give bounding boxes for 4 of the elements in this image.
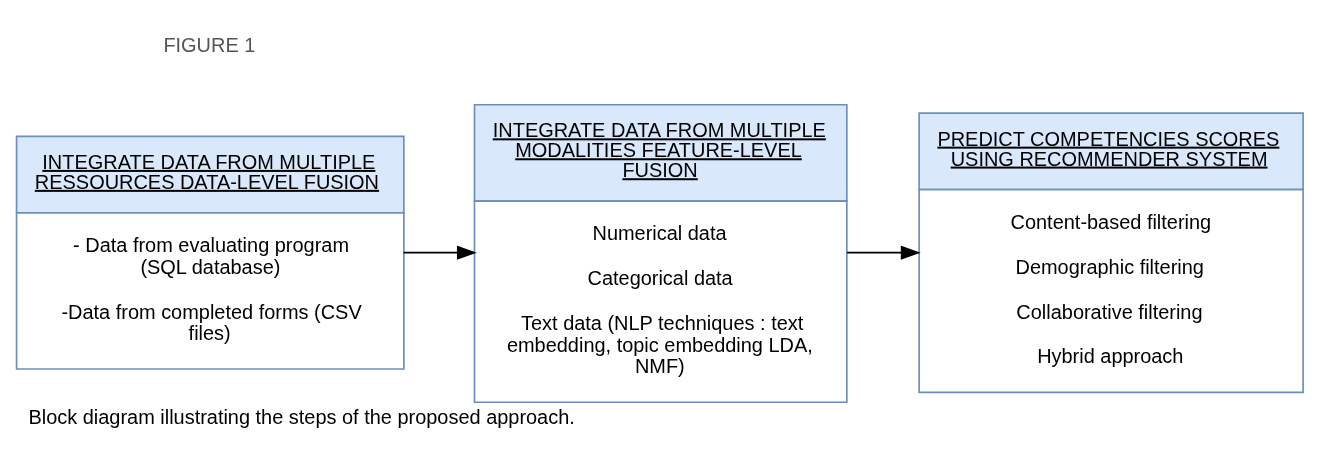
caption: Block diagram illustrating the steps of the proposed approach. bbox=[28, 405, 575, 428]
arrow bbox=[402, 245, 477, 260]
arrow bbox=[846, 245, 921, 260]
label: FIGURE 1 bbox=[163, 33, 256, 56]
